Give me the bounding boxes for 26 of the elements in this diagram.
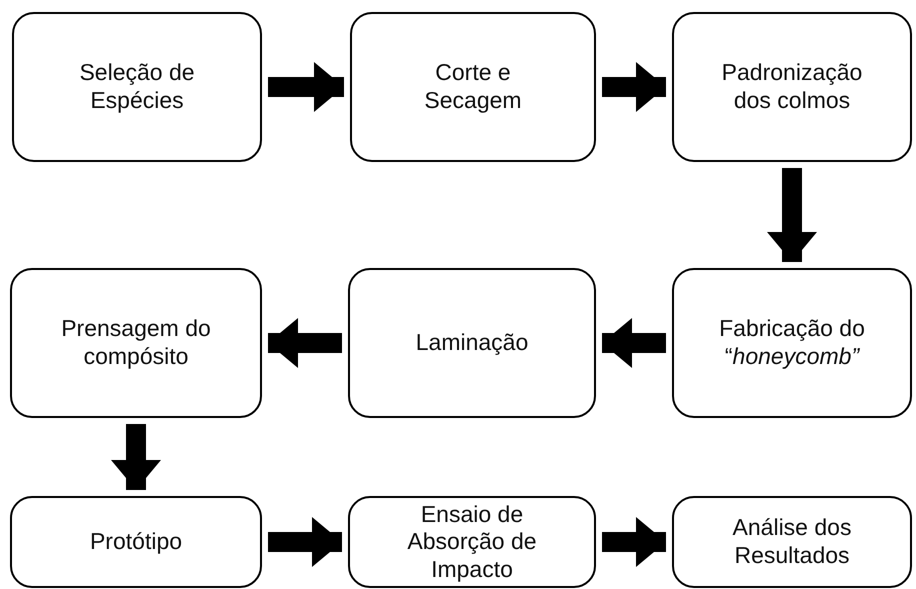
step-label: Fabricação do “honeycomb” [718,315,866,371]
process-box [12,12,262,162]
block-arrow [111,424,161,490]
process-box [672,12,912,162]
step-label: Prensagem do compósito [60,315,212,371]
step-label: Corte e Secagem [423,59,523,115]
block-arrow [602,517,666,567]
block-arrow [602,62,666,112]
block-arrow [767,168,817,262]
process-box [350,12,596,162]
step-label: Análise dos Resultados [732,514,852,570]
step-label: Padronização dos colmos [720,59,864,115]
step-label: Protótipo [90,528,182,556]
process-box [348,268,596,418]
process-box [10,268,262,418]
block-arrow [268,517,342,567]
process-box [10,496,262,588]
block-arrow [602,318,666,368]
block-arrow [268,318,342,368]
step-label: Laminação [416,329,528,357]
process-box [348,496,596,588]
step-label: Seleção de Espécies [78,59,196,115]
step-label: Ensaio de Absorção de Impacto [406,500,538,584]
process-box [672,268,912,418]
process-box [672,496,912,588]
block-arrow [268,62,344,112]
